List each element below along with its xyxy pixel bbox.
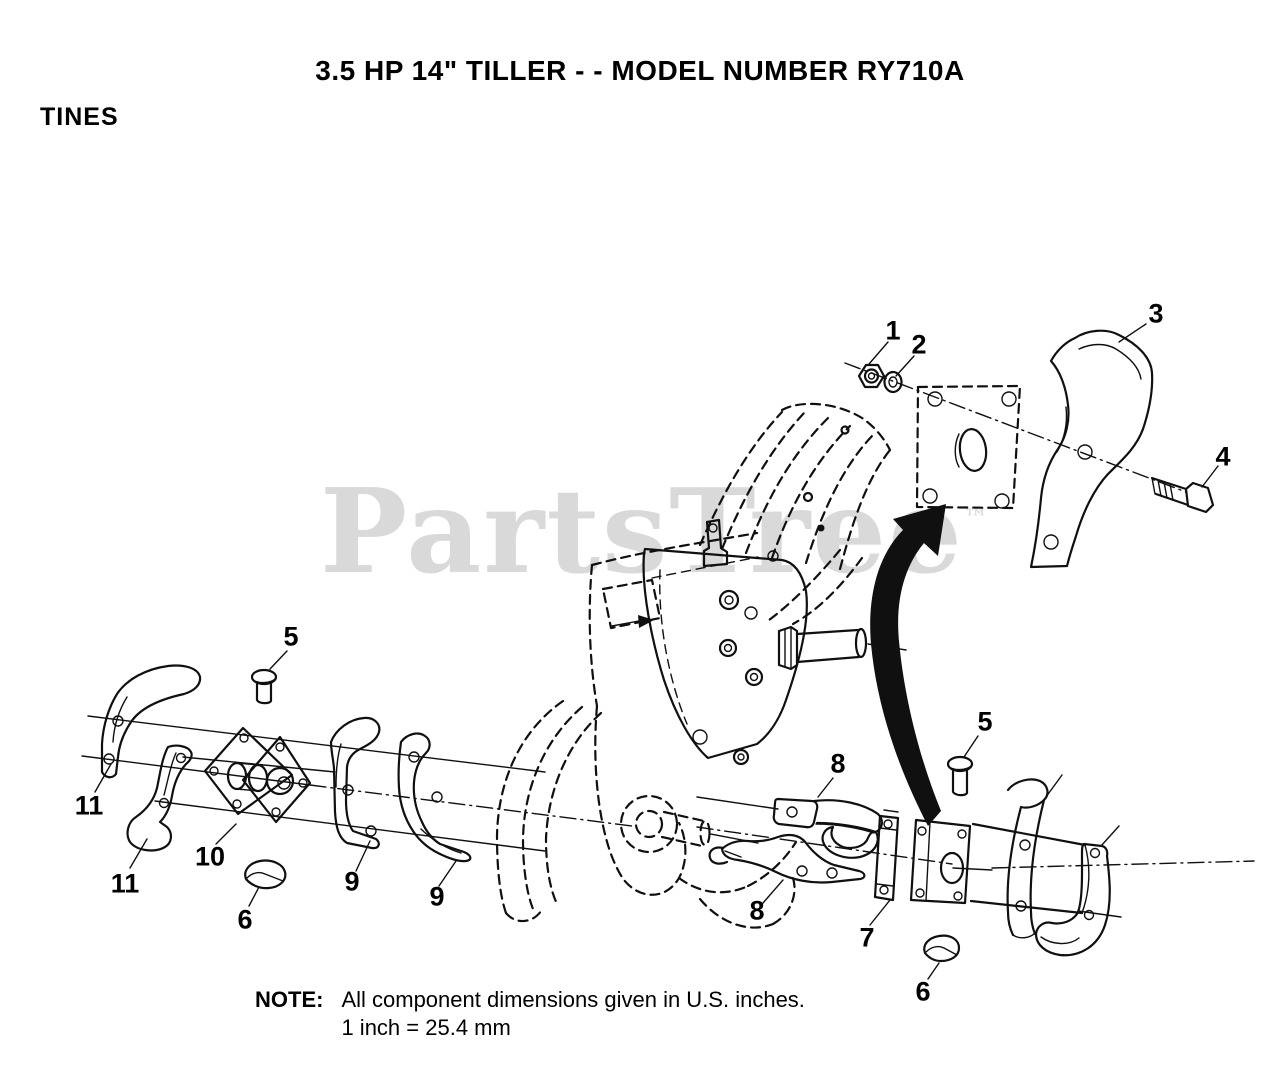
callout-11-top: 11 (74, 790, 104, 821)
part-6-hairpin-clip-right (923, 934, 961, 963)
watermark-text: PartsTree (320, 464, 964, 600)
part-8-fork-tine (772, 797, 883, 859)
callout-leader-lines (868, 323, 1219, 488)
part-8-scoop-tine (708, 833, 866, 884)
callout-leader-lines (94, 650, 457, 907)
part-6-hairpin-clip-left (244, 859, 287, 890)
mounting-plate-phantom (915, 384, 1022, 510)
callout-11-bottom: 11 (110, 868, 140, 899)
part-11-inner-tine (126, 744, 193, 852)
note-text: All component dimensions given in U.S. i… (341, 986, 804, 1042)
callout-5-right: 5 (977, 706, 993, 737)
plate-assembly-drawing (844, 323, 1219, 569)
page-title: 3.5 HP 14" TILLER - - MODEL NUMBER RY710… (315, 55, 965, 86)
part-7-tine-bracket (873, 809, 900, 902)
output-shaft (777, 625, 907, 671)
part-4-bolt (1150, 476, 1215, 514)
part-10-tine-plates (203, 726, 312, 824)
callout-1: 1 (885, 315, 901, 346)
hub-plate (909, 818, 972, 905)
note-line-2: 1 inch = 25.4 mm (341, 1015, 511, 1040)
callout-9-right: 9 (429, 881, 445, 912)
curved-arrow-icon (870, 504, 946, 826)
callout-3-top: 3 (1148, 298, 1164, 329)
callout-10: 10 (194, 841, 226, 872)
right-tine-assembly-drawing (696, 735, 1255, 980)
part-11-outer-tine (100, 664, 202, 779)
part-9-tine-right (397, 732, 472, 863)
part-3-shield-right (1034, 842, 1111, 957)
callout-9-left: 9 (344, 866, 360, 897)
note-label: NOTE: (255, 987, 324, 1012)
left-shield-phantom (495, 699, 603, 923)
part-2-washer (883, 370, 903, 394)
part-3-shield-top (1029, 329, 1154, 569)
small-arrow-icon (638, 615, 654, 628)
callout-7: 7 (859, 922, 875, 953)
callout-6-left: 6 (237, 904, 253, 935)
left-tine-assembly-drawing (81, 650, 633, 907)
section-label: TINES (40, 103, 119, 131)
part-5-clevis-pin-right (946, 755, 974, 797)
engine-plate (642, 518, 808, 766)
callout-8-bottom: 8 (749, 895, 765, 926)
dimension-note: NOTE: All component dimensions given in … (255, 986, 805, 1042)
part-9-tine-left (329, 716, 381, 850)
callout-8-top: 8 (830, 748, 846, 779)
part-1-locknut (857, 363, 886, 389)
partstree-watermark: PartsTree™ (320, 464, 988, 600)
callout-5-left: 5 (283, 621, 299, 652)
callout-leader-lines (762, 735, 1120, 980)
callout-4: 4 (1215, 441, 1231, 472)
callout-6-right: 6 (915, 976, 931, 1007)
note-line-1: All component dimensions given in U.S. i… (341, 987, 805, 1012)
part-5-clevis-pin-left (250, 668, 278, 705)
callout-2: 2 (911, 329, 927, 360)
part-3-shield-middle (1006, 778, 1049, 939)
